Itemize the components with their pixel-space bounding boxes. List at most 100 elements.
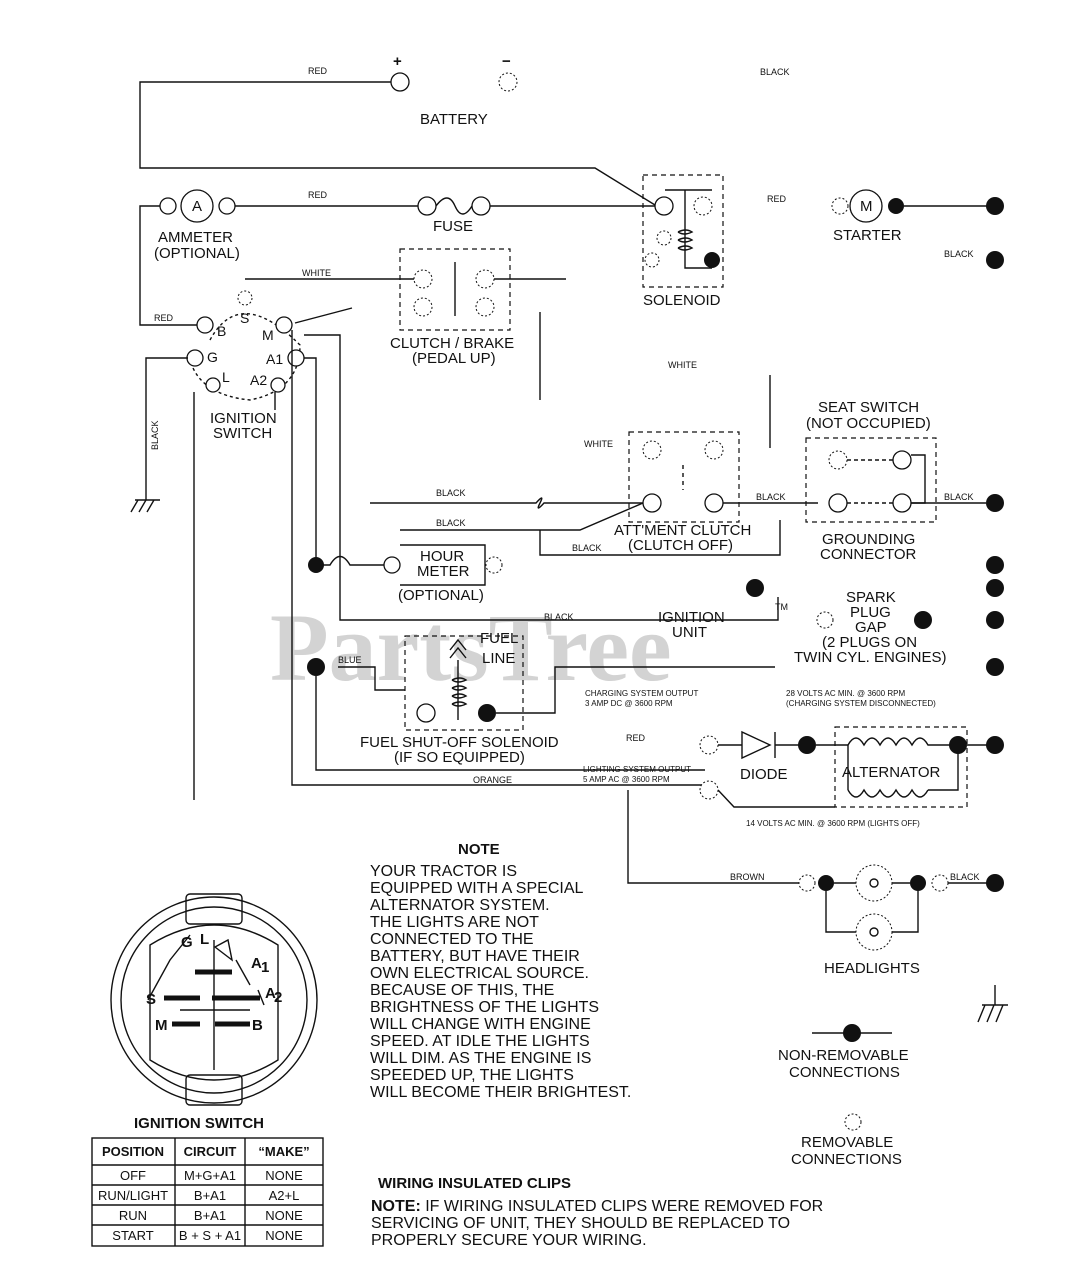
switch-detail-tab-bottom: [185, 1074, 243, 1106]
connector-label: CONNECTOR: [820, 546, 917, 563]
clutch-brake-terminal-3: [413, 297, 433, 317]
fuel-label: FUEL: [480, 630, 518, 647]
seat-switch-link: [911, 454, 926, 504]
diode-label: DIODE: [740, 766, 788, 783]
ammeter-gauge: [180, 189, 214, 223]
table-cell: M+G+A1: [184, 1168, 236, 1183]
hour-meter-body: [400, 544, 486, 586]
switch-detail-pin-a2: A: [265, 985, 276, 1002]
gap-label: GAP: [855, 619, 887, 636]
plug-label: PLUG: [850, 604, 891, 621]
ammeter-label: AMMETER: [158, 229, 233, 246]
clutch-brake-terminal-4: [475, 297, 495, 317]
switch-table-border: [91, 1137, 324, 1247]
twin-cyl-label: TWIN CYL. ENGINES): [794, 649, 947, 666]
solenoid-box: [642, 174, 724, 288]
wire-label-black-seat1: BLACK: [756, 492, 786, 502]
fuel-solenoid-box: [404, 635, 524, 731]
seat-switch-terminal-3: [828, 493, 848, 513]
switch-detail-slot-left: [147, 934, 191, 1001]
switch-detail-pointer: [213, 938, 234, 962]
clips-line-3: PROPERLY SECURE YOUR WIRING.: [371, 1232, 647, 1249]
att-clutch-terminal-4: [704, 493, 724, 513]
ammeter: A AMMETER (OPTIONAL): [154, 189, 240, 262]
table-cell: NONE: [265, 1228, 303, 1243]
wire-label-red-ign: RED: [154, 313, 174, 323]
wire-label-orange: ORANGE: [473, 775, 512, 785]
volts14-label: 14 VOLTS AC MIN. @ 3600 RPM (LIGHTS OFF): [746, 819, 920, 828]
starter-label: STARTER: [833, 227, 902, 244]
engine-connection-3: [986, 611, 1004, 629]
battery-negative-terminal: [498, 72, 518, 92]
ign-pin-g-label: G: [207, 349, 218, 365]
table-cell: RUN: [119, 1208, 147, 1223]
legend-nonremovable-dot: [843, 1024, 861, 1042]
switch-detail-slot-a1: [235, 959, 251, 986]
ignition-switch-label-1: IGNITION: [210, 410, 277, 427]
fuse: FUSE: [417, 196, 491, 235]
ign-pin-s-terminal: [237, 290, 253, 306]
headlight-2-filament: [869, 927, 879, 937]
alternator-output-terminal: [949, 736, 967, 754]
seat-switch-terminal-4: [892, 493, 912, 513]
att-clutch-off: (CLUTCH OFF): [628, 537, 733, 554]
charge-output-label-1: CHARGING SYSTEM OUTPUT: [585, 689, 698, 698]
note-line: WILL DIM. AS THE ENGINE IS: [370, 1050, 591, 1067]
headlight-terminal-in: [798, 874, 816, 892]
wire-label-black-starter: BLACK: [944, 249, 974, 259]
att-clutch-box: [628, 431, 740, 523]
solenoid-terminal-4: [644, 252, 660, 268]
wire-fuel-ground: [496, 666, 775, 714]
ammeter-terminal-left: [159, 197, 177, 215]
note-line: ALTERNATOR SYSTEM.: [370, 897, 550, 914]
starter: M STARTER: [831, 189, 1004, 244]
hour-meter-terminal-left: [383, 556, 401, 574]
seat-switch-not-occupied: (NOT OCCUPIED): [806, 415, 931, 432]
legend-removable-2: CONNECTIONS: [791, 1151, 902, 1168]
table-cell: NONE: [265, 1168, 303, 1183]
wire-lighting-alt: [717, 789, 835, 808]
note-line: BRIGHTNESS OF THE LIGHTS: [370, 999, 599, 1016]
wire-label-white-clutch: WHITE: [302, 268, 331, 278]
solenoid-ground-terminal: [704, 252, 720, 268]
ign-pin-s-label: S: [240, 310, 249, 326]
att-clutch-terminal-3: [642, 493, 662, 513]
ign-pin-l-terminal: [205, 377, 221, 393]
solenoid-terminal-3: [656, 230, 672, 246]
headlight-ground-connection: [986, 874, 1004, 892]
headlight-wiring: [825, 882, 919, 933]
legend-removable-1: REMOVABLE: [801, 1134, 893, 1151]
alternator: ALTERNATOR: [816, 726, 968, 808]
wire-label-red-alt: RED: [626, 733, 646, 743]
solenoid-contacts: [665, 189, 712, 269]
wire-label-blue: BLUE: [338, 655, 362, 665]
hour-meter-label-2: METER: [417, 563, 470, 580]
fuel-solenoid-if-equipped: (IF SO EQUIPPED): [394, 749, 525, 766]
wire-battery-solenoid: [139, 81, 656, 206]
table-header: POSITION: [102, 1144, 164, 1159]
wire-black-ground: [145, 357, 188, 500]
att-clutch-terminal-1: [642, 440, 662, 460]
wire-m-ignunit: [304, 334, 779, 621]
note-line: THE LIGHTS ARE NOT: [370, 914, 539, 931]
switch-detail-pin-a1: A: [251, 955, 262, 972]
solenoid-coil: [677, 229, 694, 251]
solenoid-label: SOLENOID: [643, 292, 721, 309]
wire-blue: [338, 666, 405, 691]
clips-line-1: NOTE: IF WIRING INSULATED CLIPS WERE REM…: [371, 1198, 823, 1215]
ignition-switch-label-2: SWITCH: [213, 425, 272, 442]
starter-terminal: [831, 197, 849, 215]
charge-output-label-2: 3 AMP DC @ 3600 RPM: [585, 699, 673, 708]
ign-pin-a2-terminal: [270, 377, 286, 393]
engine-connection-2: [986, 579, 1004, 597]
wire-label-white-mid: WHITE: [668, 360, 697, 370]
switch-detail-outer: [110, 896, 318, 1104]
legend-nonremovable-2: CONNECTIONS: [789, 1064, 900, 1081]
switch-detail-pin-g: G: [181, 934, 193, 951]
engine-connection-1: [986, 556, 1004, 574]
headlight-1-filament: [869, 878, 879, 888]
table-cell: B+A1: [194, 1208, 226, 1223]
legend-removable-dot: [844, 1113, 862, 1131]
clutch-brake-terminal-2: [475, 269, 495, 289]
